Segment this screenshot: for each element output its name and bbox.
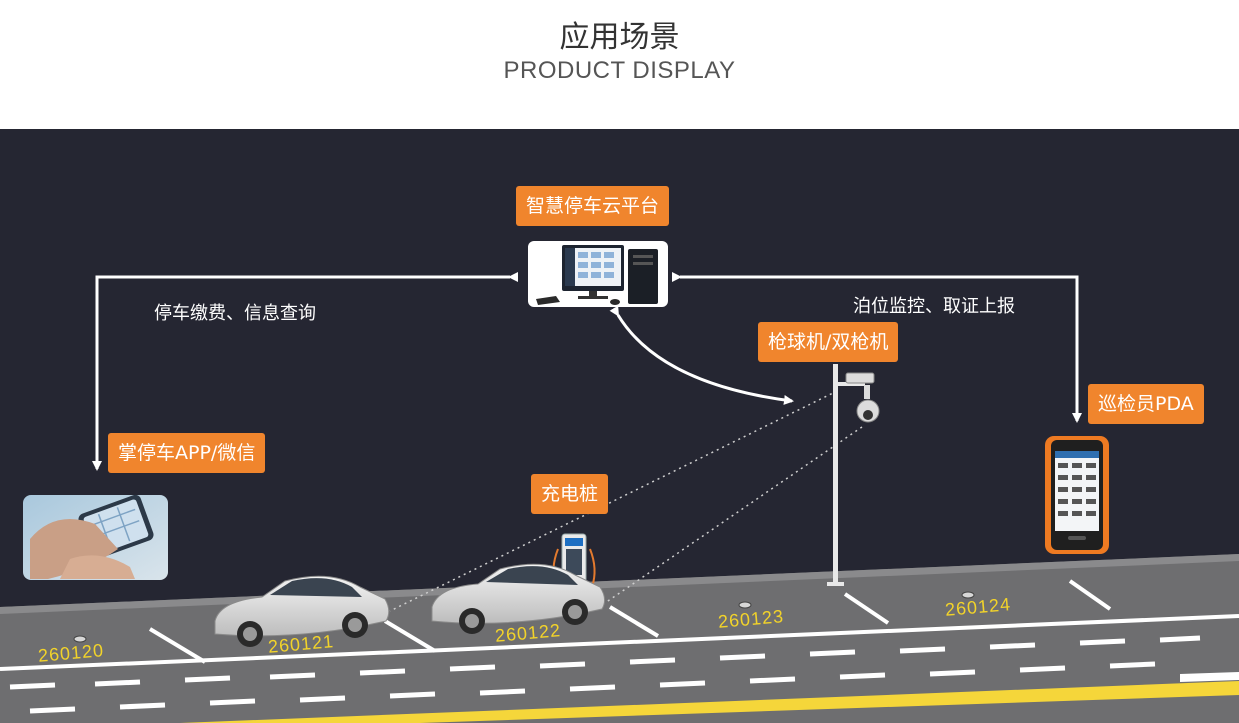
- car-1: [214, 575, 390, 647]
- yellow-road-stripe: [180, 681, 1239, 723]
- bay-sensors: [73, 591, 975, 643]
- arrow-platform-camera: [609, 305, 794, 405]
- app-label: 掌停车APP/微信: [108, 433, 266, 473]
- platform-label: 智慧停车云平台: [516, 186, 670, 226]
- camera-pole: [827, 364, 880, 586]
- arrow-platform-app: [92, 272, 518, 471]
- scene-diagram: 260120 260121 260122 260123 260124 智慧停车云…: [0, 129, 1239, 723]
- phone-in-hand-image: [23, 494, 168, 580]
- lane-dashes: [9, 635, 1201, 714]
- parking-lane-line: [0, 614, 1239, 671]
- left-flow-note: 停车缴费、信息查询: [154, 303, 316, 324]
- camera-label: 枪球机/双枪机: [758, 322, 899, 362]
- charger-label: 充电桩: [531, 474, 609, 514]
- pda-device: [1045, 436, 1109, 554]
- platform-computer: [528, 241, 668, 307]
- arrow-platform-pda: [672, 272, 1082, 423]
- car-2: [431, 563, 606, 634]
- page-title: 应用场景: [559, 20, 680, 55]
- page-subtitle: PRODUCT DISPLAY: [503, 57, 736, 84]
- right-flow-note: 泊位监控、取证上报: [853, 296, 1015, 317]
- pda-label: 巡检员PDA: [1088, 384, 1204, 424]
- page-header: 应用场景 PRODUCT DISPLAY: [0, 0, 1239, 129]
- camera-sightline-2: [604, 426, 863, 604]
- camera-sightline-1: [389, 390, 838, 612]
- bay-dividers: [148, 579, 1112, 664]
- scene-graphics: [0, 241, 1239, 723]
